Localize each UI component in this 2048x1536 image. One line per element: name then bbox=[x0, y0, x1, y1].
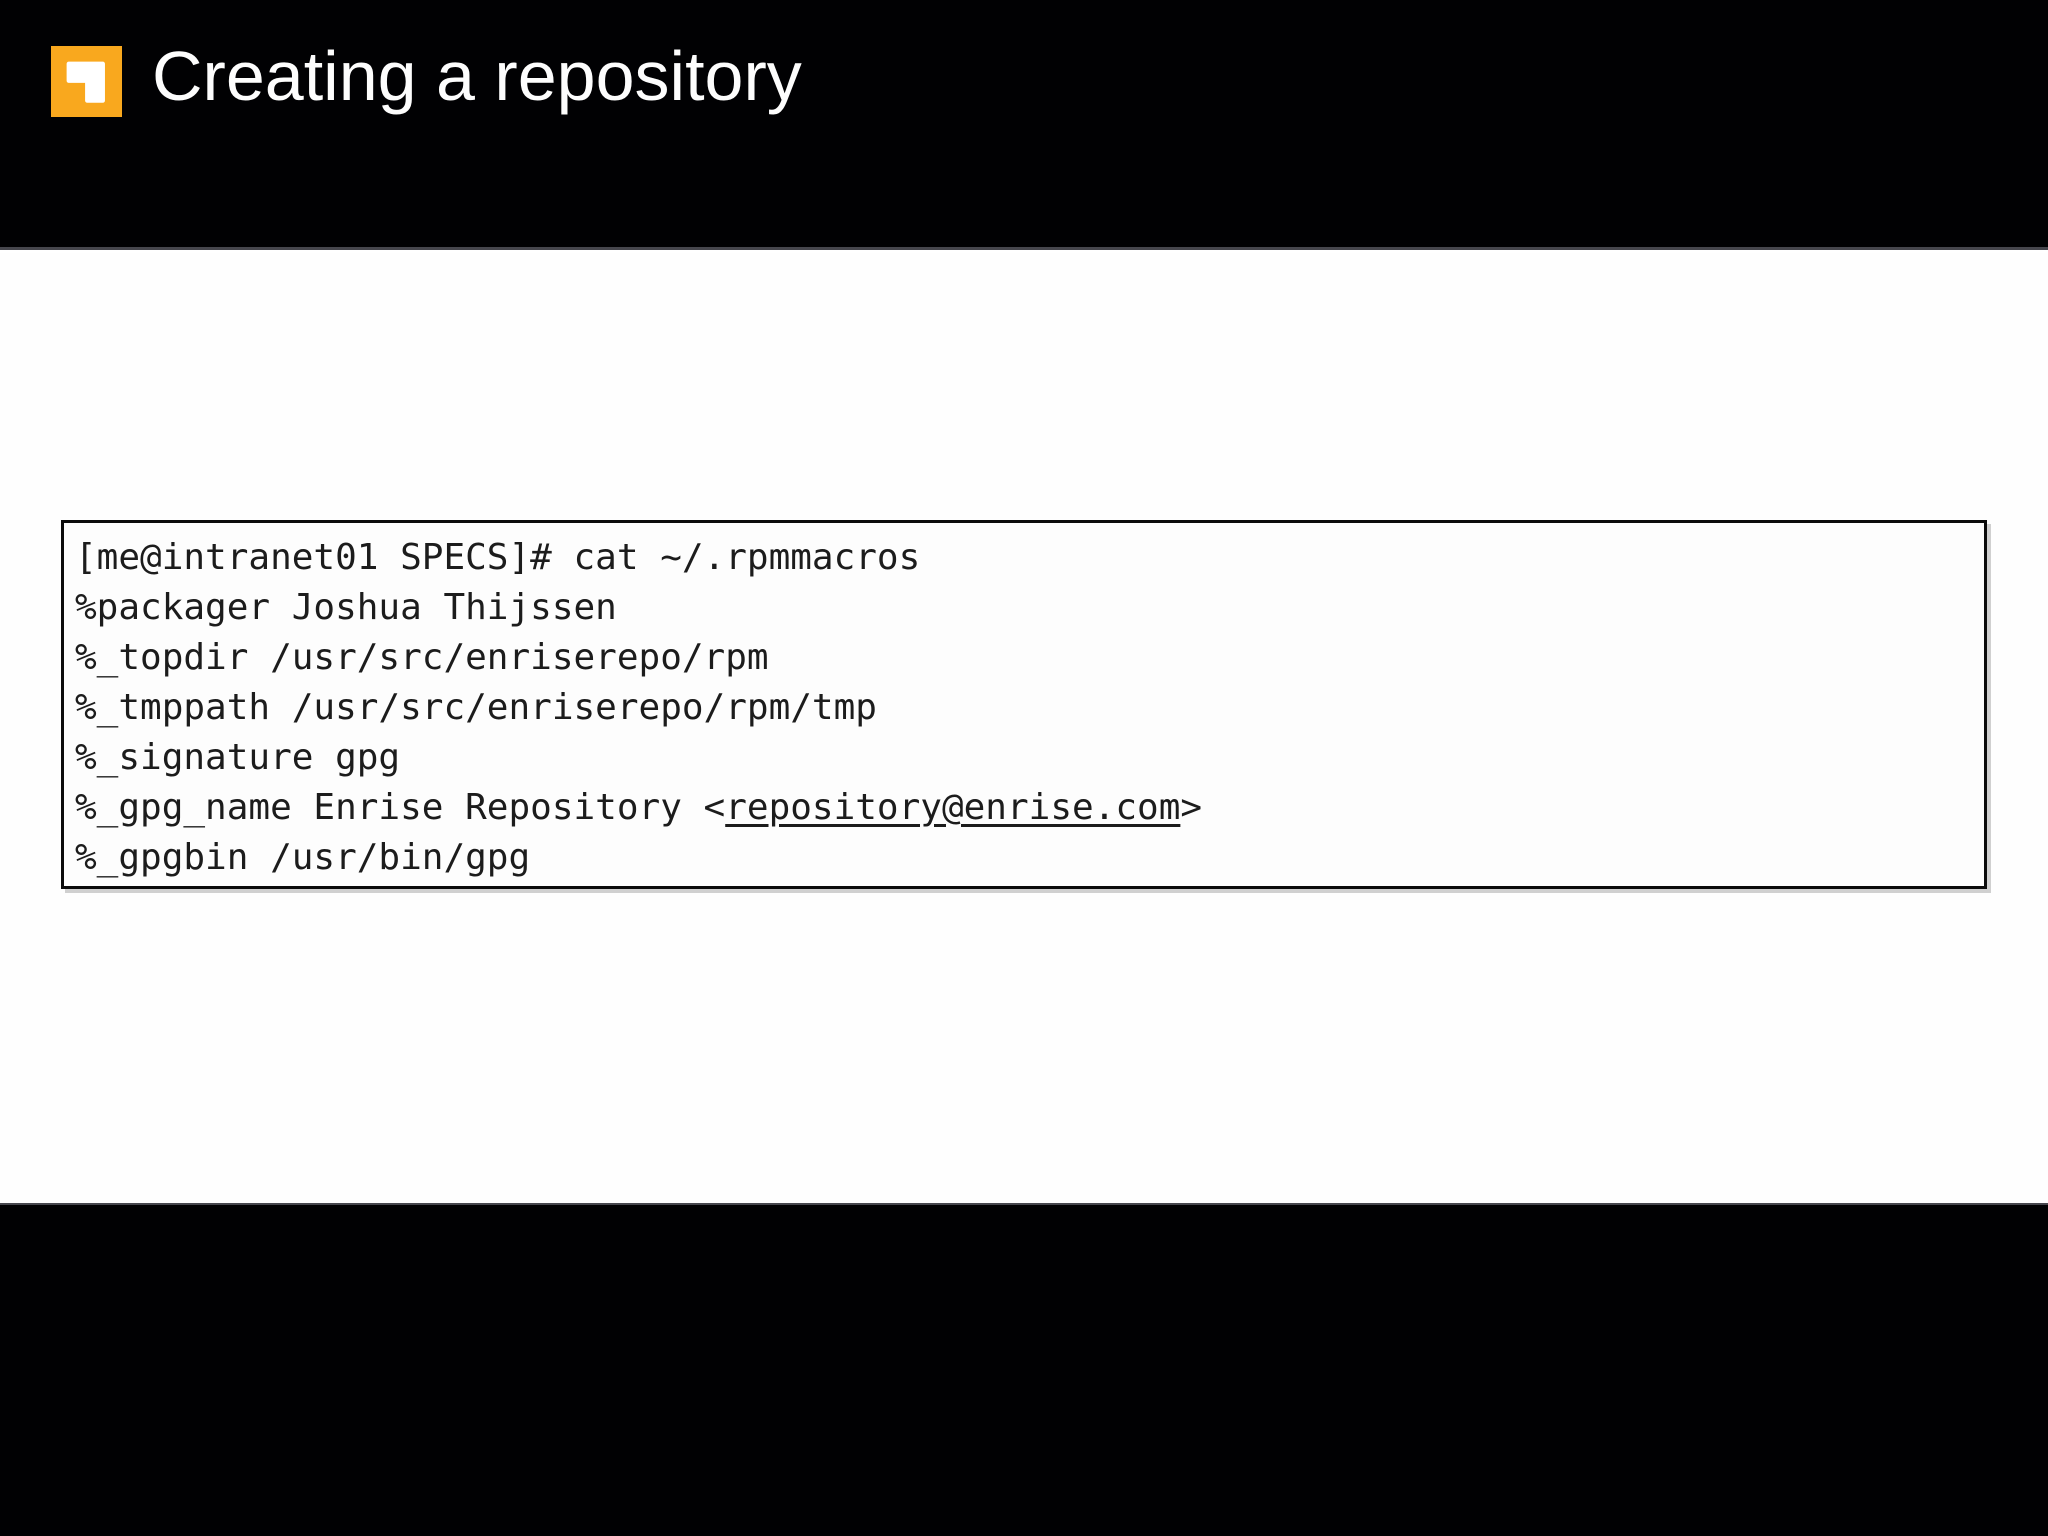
page-title: Creating a repository bbox=[152, 37, 802, 115]
terminal-line-gpg-name: %_gpg_name Enrise Repository <repository… bbox=[75, 783, 1974, 833]
terminal-line-tmppath: %_tmppath /usr/src/enriserepo/rpm/tmp bbox=[75, 687, 877, 728]
terminal-line-prompt: [me@intranet01 SPECS]# cat ~/.rpmmacros bbox=[75, 537, 921, 578]
terminal-line-signature: %_signature gpg bbox=[75, 737, 401, 778]
header-band: Creating a repository bbox=[0, 0, 2048, 250]
terminal-line-gpgbin: %_gpgbin /usr/bin/gpg bbox=[75, 837, 531, 878]
gpg-name-prefix: %_gpg_name Enrise Repository < bbox=[75, 787, 726, 828]
terminal-line-packager: %packager Joshua Thijssen bbox=[75, 587, 617, 628]
terminal-line-topdir: %_topdir /usr/src/enriserepo/rpm bbox=[75, 637, 769, 678]
footer-band: ENRISE bbox=[0, 1203, 2048, 1536]
terminal-output-box: [me@intranet01 SPECS]# cat ~/.rpmmacros … bbox=[61, 520, 1987, 889]
enrise-arrow-mark-icon bbox=[51, 46, 122, 117]
email-link[interactable]: repository@enrise.com bbox=[725, 787, 1181, 828]
gpg-name-suffix: > bbox=[1180, 787, 1203, 828]
